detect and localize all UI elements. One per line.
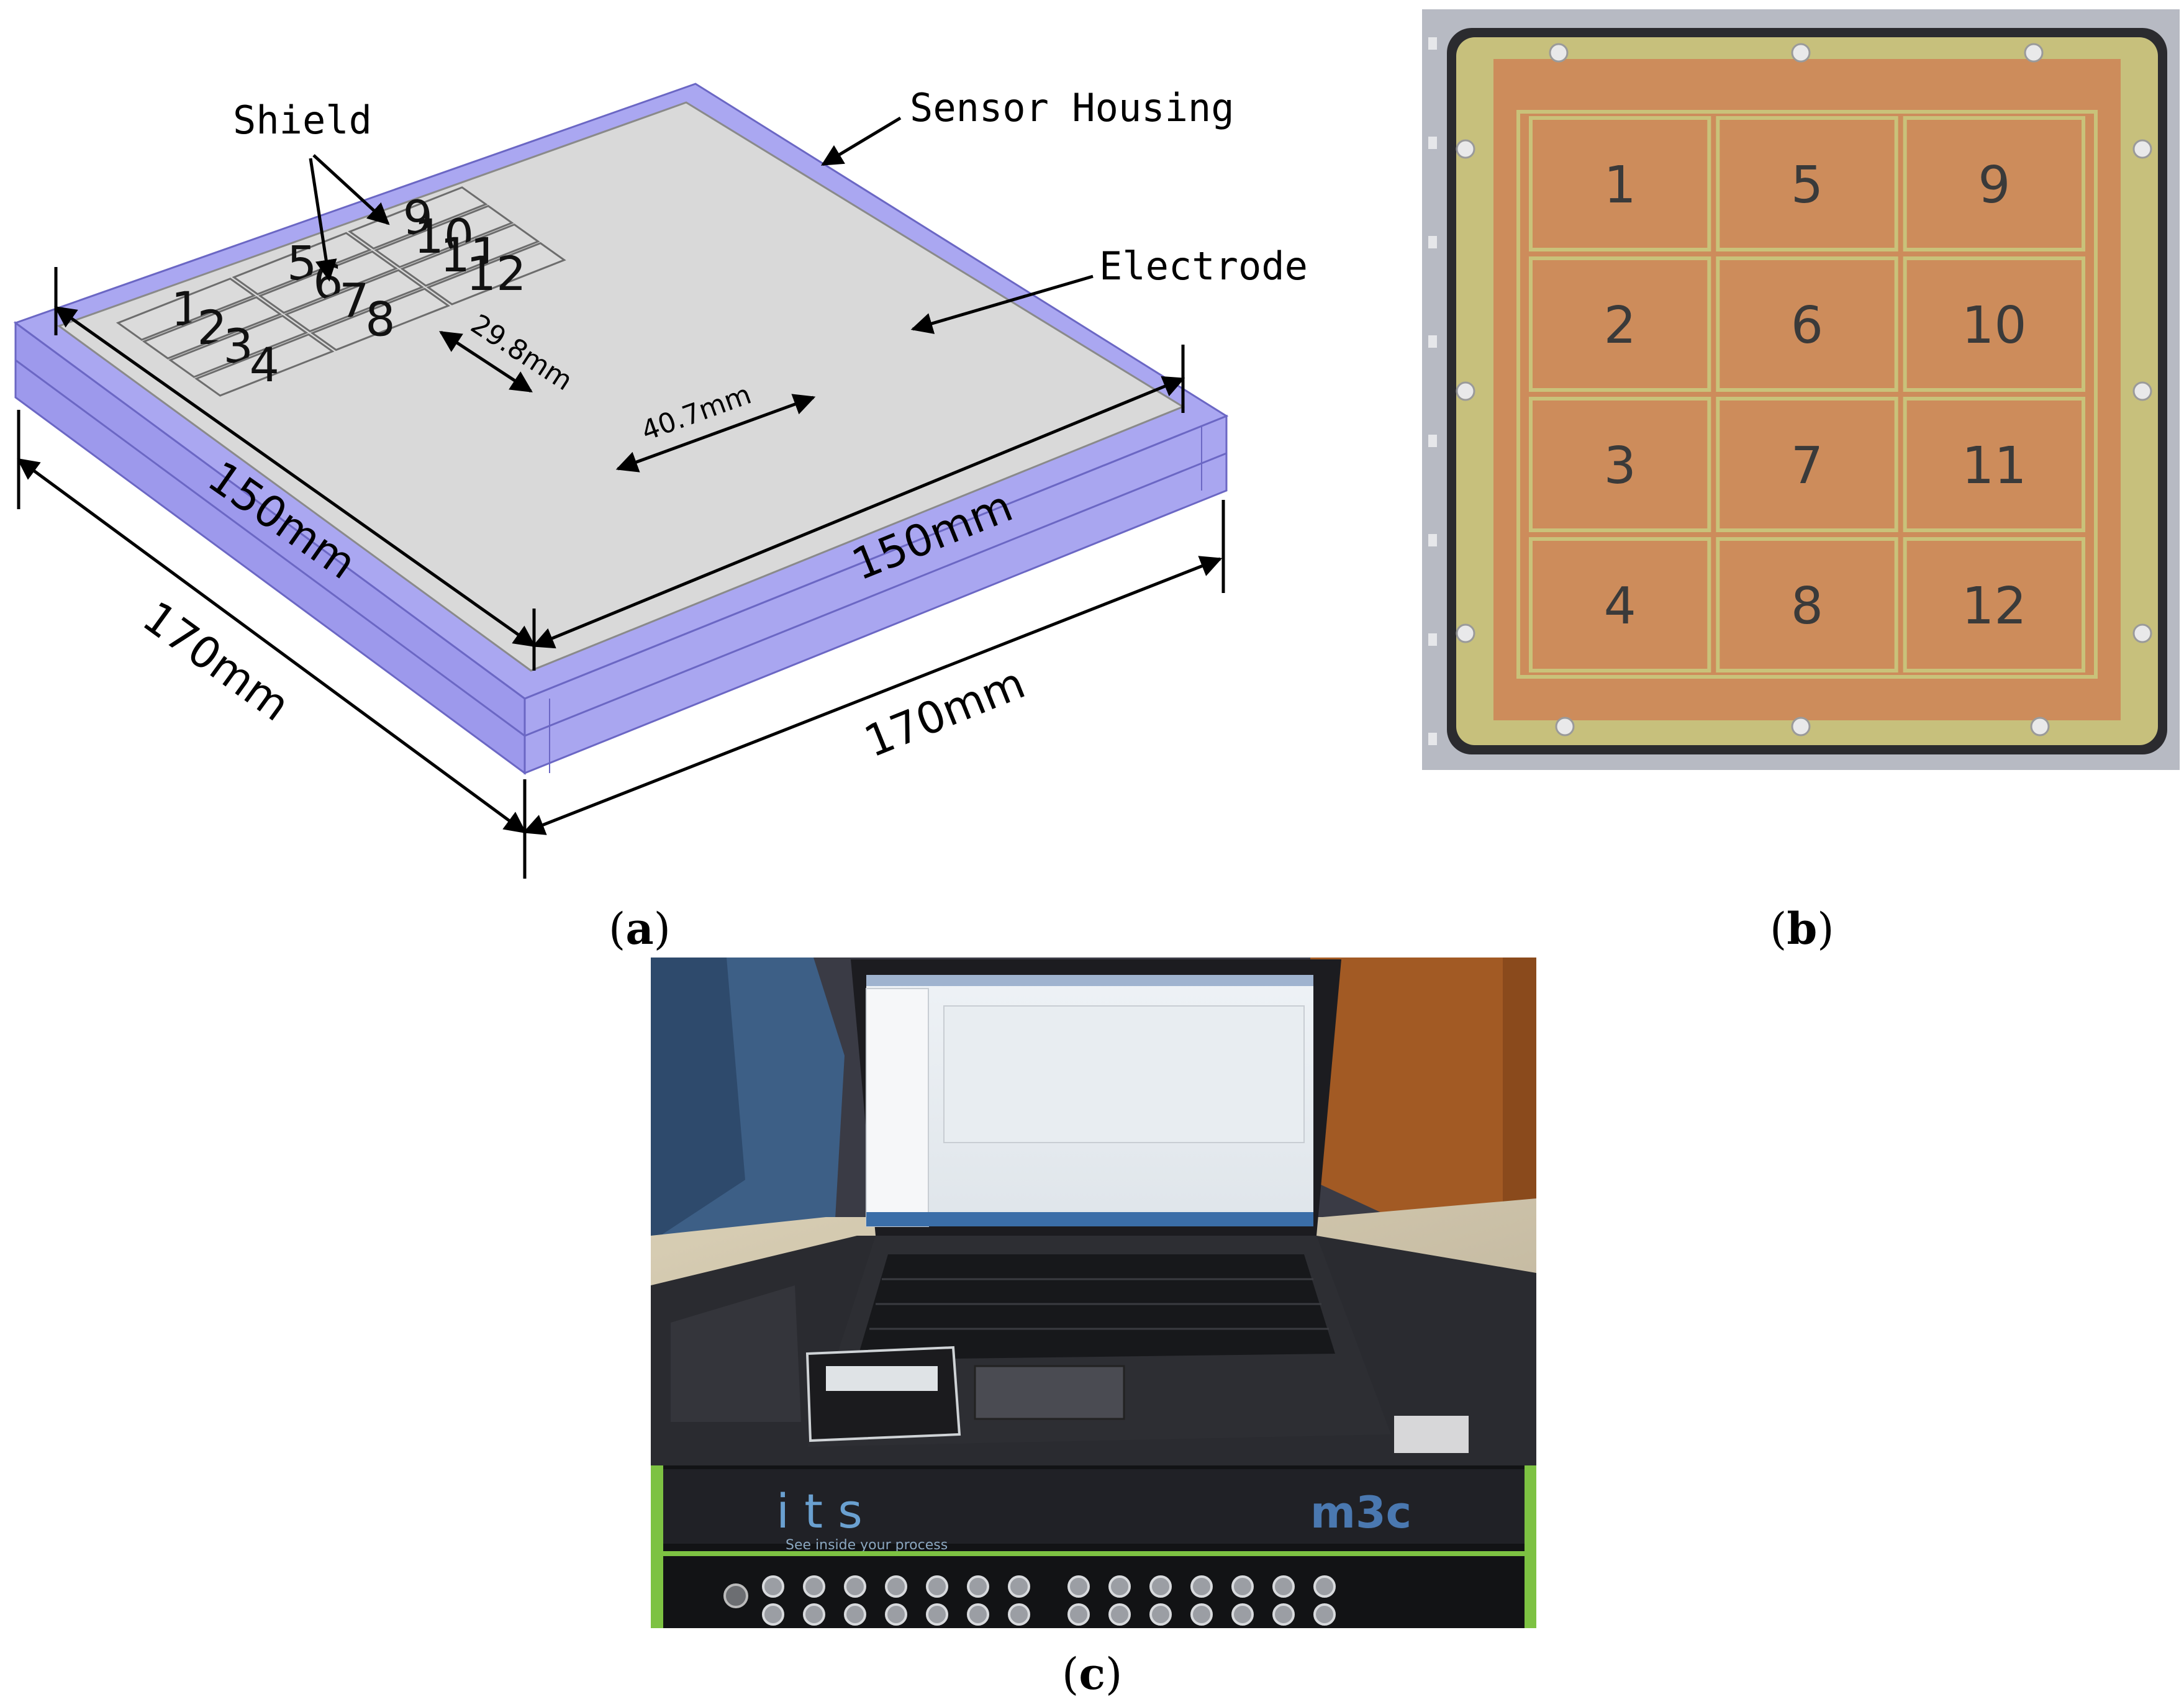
plate-electrode-label: 4 <box>1604 577 1636 636</box>
bnc-connector <box>1149 1575 1172 1598</box>
bnc-connector <box>885 1603 907 1626</box>
plate-electrode-7 <box>1716 397 1898 532</box>
electrode-10 <box>374 205 514 268</box>
bnc-connector <box>1067 1603 1090 1626</box>
plate-electrode-6 <box>1716 256 1898 392</box>
electrode-label: 12 <box>466 246 527 301</box>
caption-c: (c) <box>1062 1648 1122 1700</box>
bnc-connector <box>1008 1603 1030 1626</box>
dim-outer-right: 170mm <box>858 658 1032 767</box>
power-connector <box>723 1583 748 1608</box>
bnc-connector-row <box>723 1575 1336 1626</box>
bnc-connector <box>1149 1603 1172 1626</box>
plate-electrode-11 <box>1903 397 2086 532</box>
callout-electrode: Electrode <box>1099 243 1308 289</box>
electrode-arrow <box>910 274 1094 334</box>
bnc-connector <box>762 1575 784 1598</box>
caption-b: (b) <box>1770 903 1834 954</box>
plate-electrode-label: 5 <box>1791 156 1823 215</box>
electrode-label: 4 <box>250 337 279 392</box>
bnc-connector <box>1067 1575 1090 1598</box>
instrument-model: m3c <box>1310 1487 1411 1538</box>
instrument-tagline: See inside your process <box>786 1537 948 1553</box>
plate-electrode-label: 9 <box>1978 156 2010 215</box>
bnc-connector <box>1231 1603 1254 1626</box>
plate-electrode-label: 8 <box>1791 577 1823 636</box>
bnc-connector <box>803 1575 825 1598</box>
laptop-keyboard <box>857 1254 1335 1360</box>
plate-electrode-label: 1 <box>1604 156 1636 215</box>
bnc-connector <box>1272 1575 1295 1598</box>
dim-outer-left: 170mm <box>134 591 299 731</box>
bnc-connector <box>1313 1603 1336 1626</box>
bnc-connector <box>1108 1575 1131 1598</box>
electrode-12 <box>426 242 566 306</box>
plate-electrode-10 <box>1903 256 2086 392</box>
plate-electrode-label: 10 <box>1962 296 2026 355</box>
callout-sensor-housing: Sensor Housing <box>910 85 1235 130</box>
bnc-connector <box>967 1575 989 1598</box>
bnc-connector <box>1272 1603 1295 1626</box>
plate-electrode-label: 11 <box>1962 437 2026 496</box>
bnc-connector <box>967 1603 989 1626</box>
bnc-connector <box>1190 1603 1213 1626</box>
bnc-connector <box>1008 1575 1030 1598</box>
plate-electrode-label: 12 <box>1962 577 2026 636</box>
panel-c-system-photo: i t s See inside your process m3c (c) <box>651 958 1536 1700</box>
plate-electrode-label: 3 <box>1604 437 1636 496</box>
electrode-label: 8 <box>365 291 395 346</box>
plate-electrode-3 <box>1529 397 1711 532</box>
bnc-connector <box>926 1603 948 1626</box>
bnc-connector <box>803 1603 825 1626</box>
electrode-5 <box>232 232 372 296</box>
plate-electrode-12 <box>1903 537 2086 672</box>
bnc-connector <box>926 1575 948 1598</box>
shield-arrow-1 <box>312 154 390 225</box>
plate-electrode-1 <box>1529 116 1711 251</box>
bnc-connector <box>1108 1603 1131 1626</box>
laptop-touchpad <box>974 1365 1125 1420</box>
bnc-connector <box>844 1603 866 1626</box>
plate-electrode-label: 6 <box>1791 296 1823 355</box>
instrument-brand: i t s <box>776 1483 863 1539</box>
electrode-11 <box>400 223 540 287</box>
bnc-connector <box>844 1575 866 1598</box>
bnc-connector <box>762 1603 784 1626</box>
plate-electrode-9 <box>1903 116 2086 251</box>
plate-electrode-2 <box>1529 256 1711 392</box>
dimension-lines <box>17 267 1225 879</box>
bnc-connector <box>1190 1575 1213 1598</box>
plate-electrode-label: 2 <box>1604 296 1636 355</box>
callout-shield: Shield <box>233 97 372 143</box>
electrode-9 <box>348 186 488 250</box>
shield-arrow-2 <box>309 158 337 282</box>
plate-electrode-5 <box>1716 116 1898 251</box>
housing-arrow <box>820 116 902 166</box>
plate-electrode-8 <box>1716 537 1898 672</box>
plate-electrode-4 <box>1529 537 1711 672</box>
bnc-connector <box>1231 1575 1254 1598</box>
bnc-connector <box>885 1575 907 1598</box>
caption-a: (a) <box>609 903 671 954</box>
bnc-connector <box>1313 1575 1336 1598</box>
plate-electrode-label: 7 <box>1791 437 1823 496</box>
